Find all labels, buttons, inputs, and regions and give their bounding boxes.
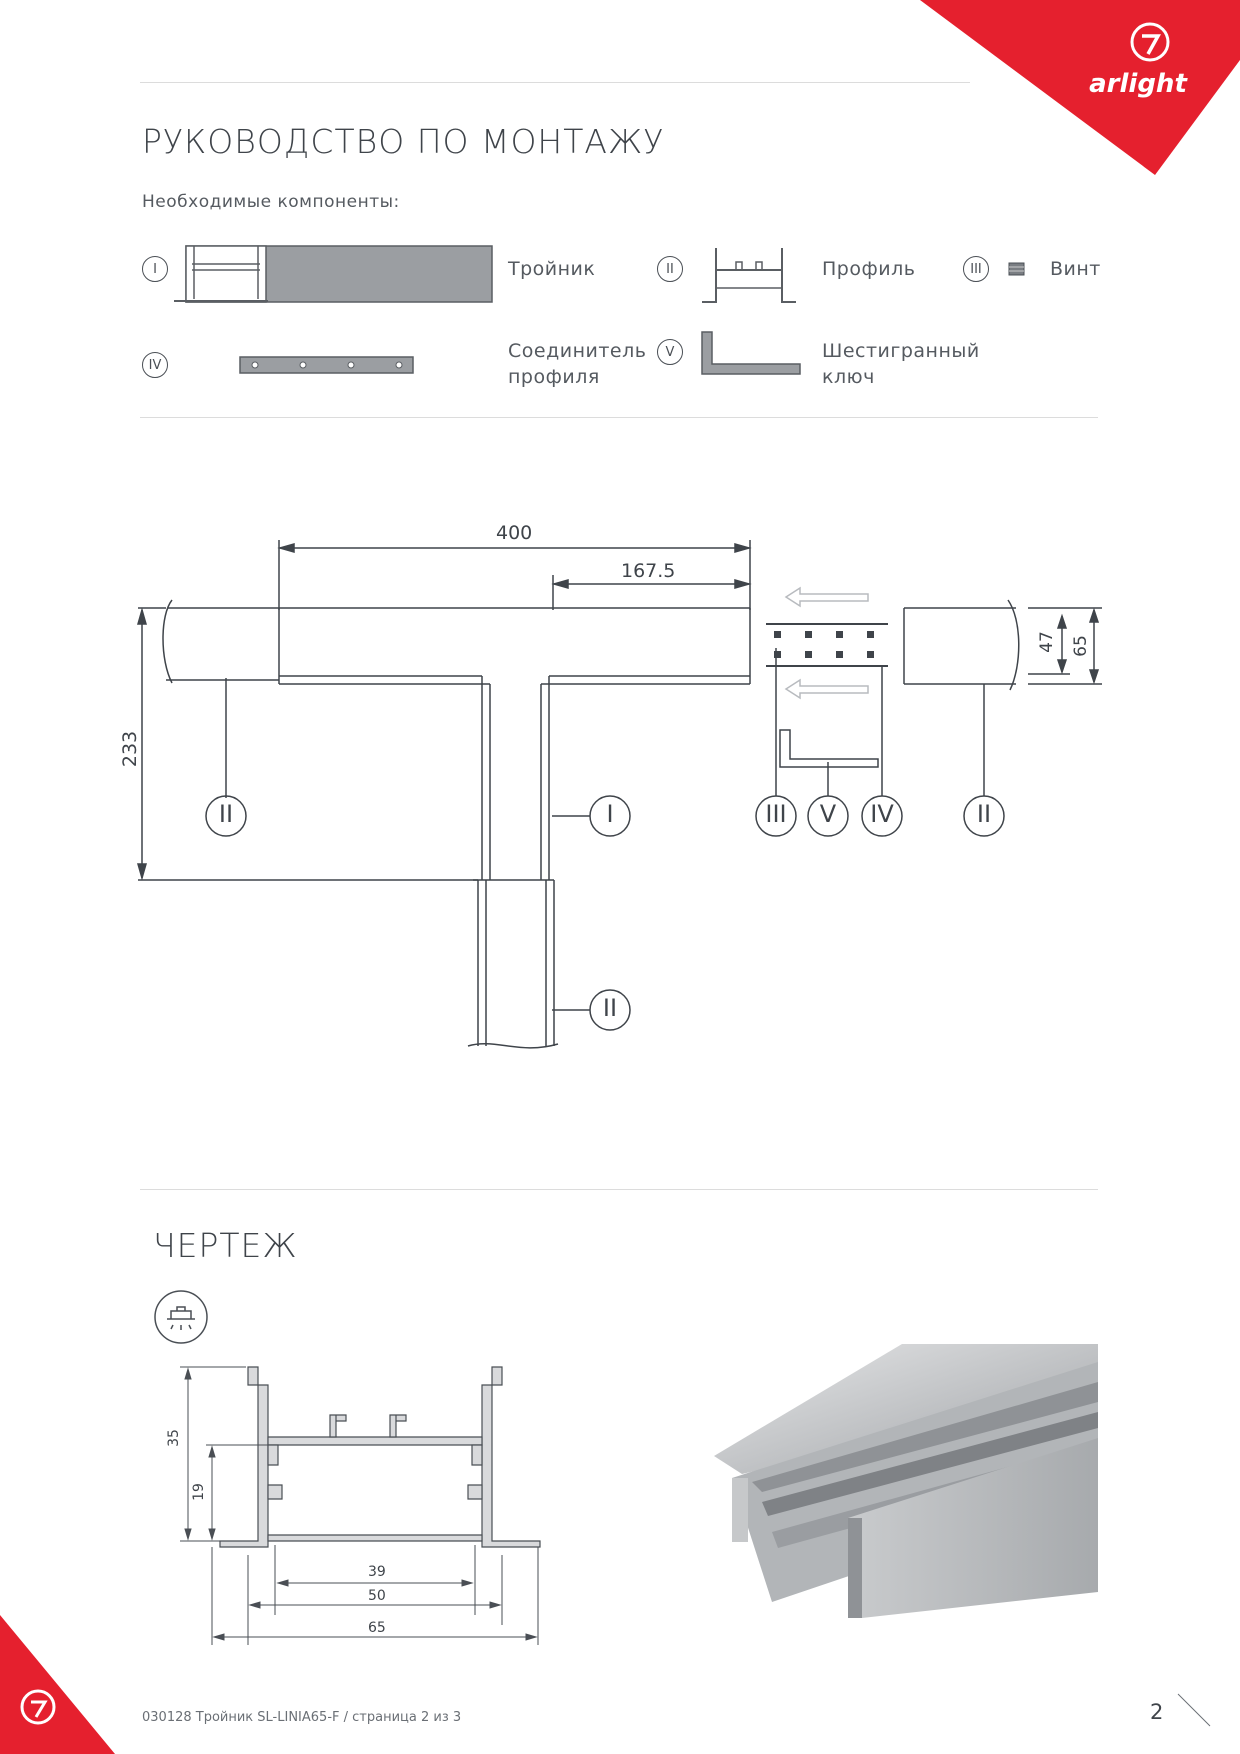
callout-i: I [606, 800, 614, 828]
direction-arrows [784, 586, 869, 700]
dim-65: 65 [1070, 635, 1091, 657]
screw-marks [774, 631, 874, 658]
divider-components [140, 417, 1098, 418]
profile-cross-section [180, 1366, 541, 1645]
tee-piece-icon [174, 245, 493, 303]
dim-35: 35 [165, 1429, 182, 1447]
brand-name: arlight [1089, 69, 1188, 99]
brand-corner: arlight [920, 0, 1240, 175]
brand-corner-bottom [0, 1615, 115, 1754]
page-number: 2 [1150, 1700, 1164, 1724]
component-num-3: III [963, 256, 989, 282]
dim-65-drawing: 65 [368, 1620, 386, 1636]
component-num-2: II [657, 256, 683, 282]
component-name-5: Шестигранный ключ [822, 340, 980, 388]
divider-drawing [140, 1189, 1098, 1190]
components-label: Необходимые компоненты: [142, 192, 400, 212]
dim-47: 47 [1036, 631, 1057, 653]
arlight-logo-icon-bottom [20, 1689, 56, 1725]
callout-iii: III [765, 800, 787, 828]
hex-key-icon [701, 331, 801, 375]
dim-19: 19 [190, 1483, 207, 1501]
callout-ii-bottom: II [602, 994, 618, 1022]
component-name-4: Соединитель профиля [508, 340, 647, 388]
connector-icon [239, 356, 414, 374]
screw-icon [1008, 262, 1025, 276]
dim-167: 167.5 [621, 560, 676, 582]
profile-3d-render [714, 1344, 1098, 1618]
callout-ii-right: II [976, 800, 992, 828]
page-title: РУКОВОДСТВО ПО МОНТАЖУ [142, 122, 665, 161]
callout-iv: IV [870, 800, 894, 828]
recessed-light-icon [154, 1290, 208, 1344]
component-name-3: Винт [1050, 258, 1101, 280]
component-num-4: IV [142, 352, 168, 378]
drawing-title: ЧЕРТЕЖ [153, 1226, 298, 1265]
component-num-5: V [657, 339, 683, 365]
divider-top [140, 82, 970, 83]
profile-icon [702, 248, 796, 303]
dim-400: 400 [496, 522, 533, 544]
callout-v: V [819, 800, 837, 828]
component-name-1: Тройник [508, 258, 596, 280]
callout-ii-left: II [218, 800, 234, 828]
component-name-2: Профиль [822, 258, 916, 280]
arlight-logo-icon [1130, 22, 1170, 62]
footer-text: 030128 Тройник SL-LINIA65-F / страница 2… [142, 1710, 462, 1725]
dim-39: 39 [368, 1564, 386, 1580]
page-corner-mark [1177, 1693, 1211, 1727]
dim-233: 233 [119, 730, 142, 768]
dim-50: 50 [368, 1588, 386, 1604]
component-num-1: I [142, 256, 168, 282]
